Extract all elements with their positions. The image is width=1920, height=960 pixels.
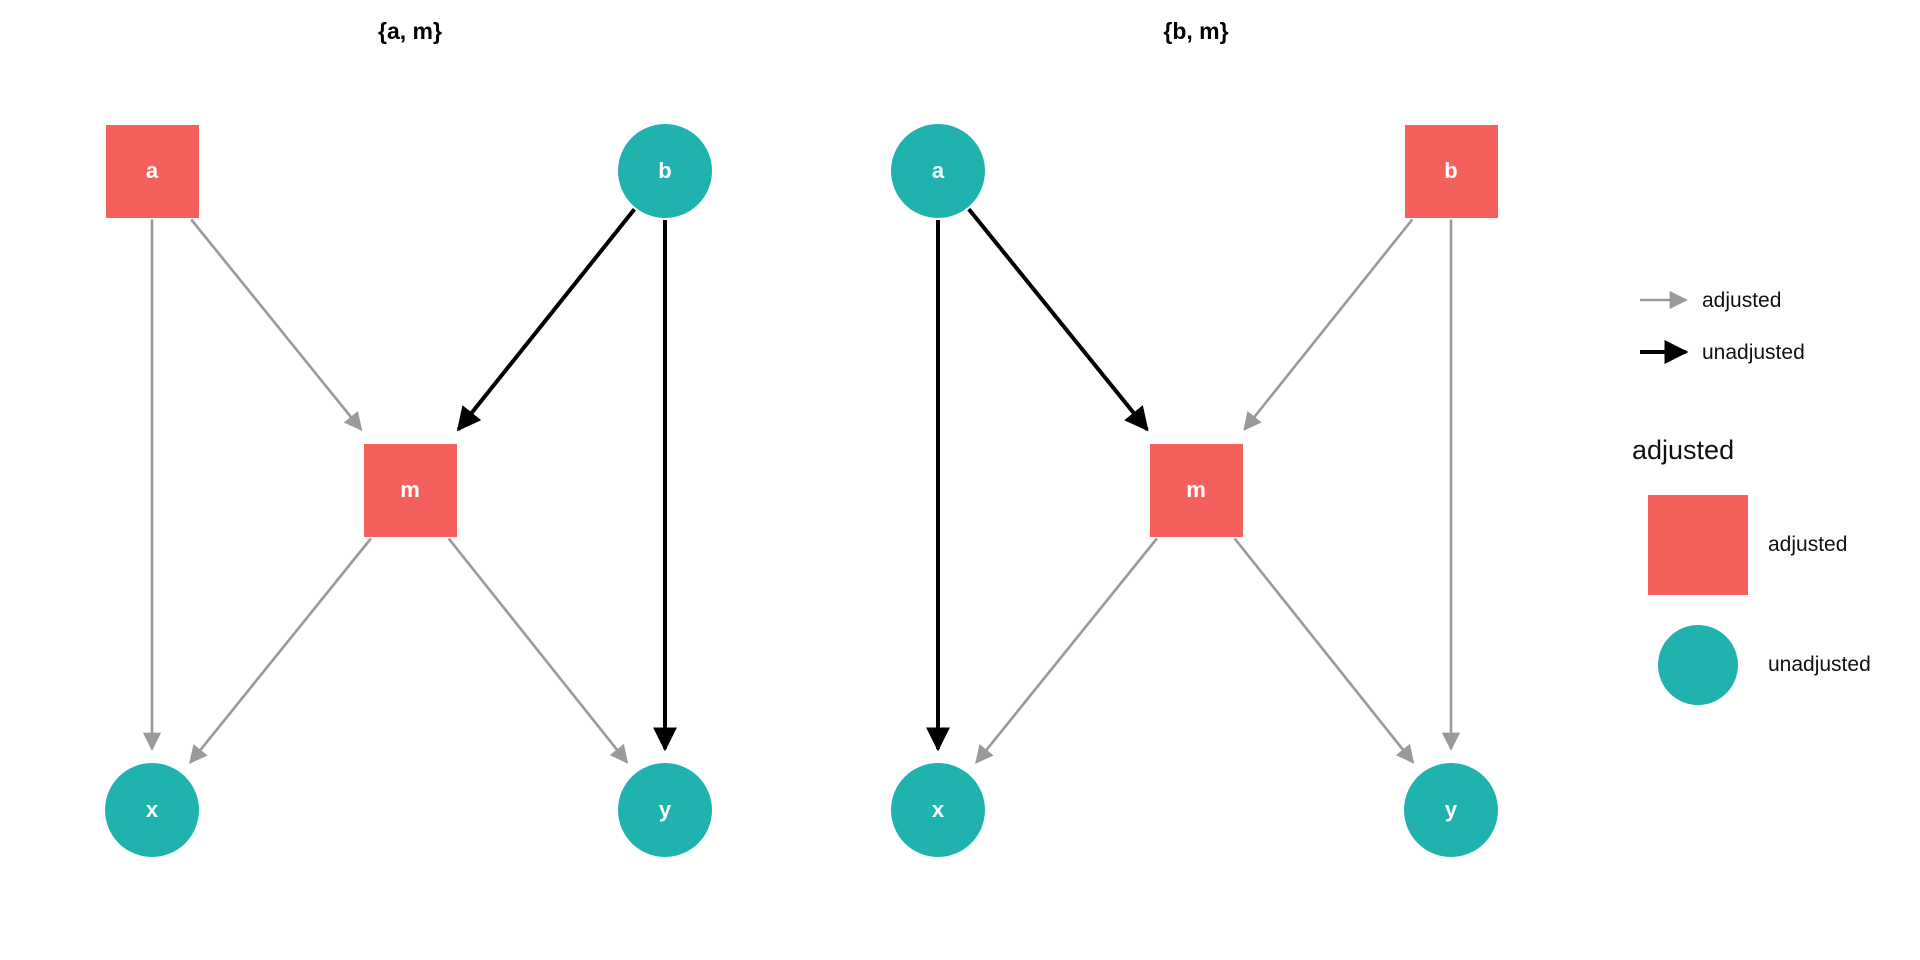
node-y[interactable]: y	[1404, 763, 1498, 857]
legend-edge-label-adjusted: adjusted	[1702, 289, 1782, 312]
edge-m-to-y	[447, 537, 629, 764]
node-b[interactable]: b	[618, 124, 712, 218]
node-a[interactable]: a	[891, 124, 985, 218]
node-b[interactable]: b	[1404, 124, 1498, 218]
node-label: m	[400, 477, 420, 502]
node-x[interactable]: x	[105, 763, 199, 857]
node-y[interactable]: y	[618, 763, 712, 857]
legend-shape-label-adjusted: adjusted	[1768, 533, 1848, 556]
legend-shape-title: adjusted	[1632, 435, 1735, 465]
edge-b-to-m	[456, 208, 636, 432]
node-label: b	[658, 158, 672, 183]
panel-title-2: {b, m}	[1163, 18, 1229, 44]
node-label: m	[1186, 477, 1206, 502]
legend-swatch-unadjusted	[1658, 625, 1738, 705]
legend-swatch-adjusted	[1648, 495, 1748, 595]
node-label: x	[931, 797, 945, 822]
panel-title-1: {a, m}	[378, 18, 442, 44]
edge-a-to-m	[967, 207, 1149, 432]
legend-edge-label-unadjusted: unadjusted	[1702, 341, 1805, 364]
node-x[interactable]: x	[891, 763, 985, 857]
edge-m-to-x	[975, 537, 1158, 764]
edge-m-to-x	[189, 537, 372, 764]
node-label: y	[658, 797, 672, 822]
node-label: a	[145, 158, 159, 183]
edge-a-to-m	[190, 218, 363, 431]
edge-m-to-y	[1233, 537, 1415, 764]
node-m[interactable]: m	[1149, 443, 1243, 537]
node-label: a	[931, 158, 945, 183]
node-m[interactable]: m	[363, 443, 457, 537]
node-a[interactable]: a	[105, 124, 199, 218]
node-label: x	[145, 797, 159, 822]
node-label: b	[1444, 158, 1458, 183]
node-label: y	[1444, 797, 1458, 822]
legend-shape-label-unadjusted: unadjusted	[1768, 653, 1871, 676]
edge-b-to-m	[1243, 218, 1414, 431]
